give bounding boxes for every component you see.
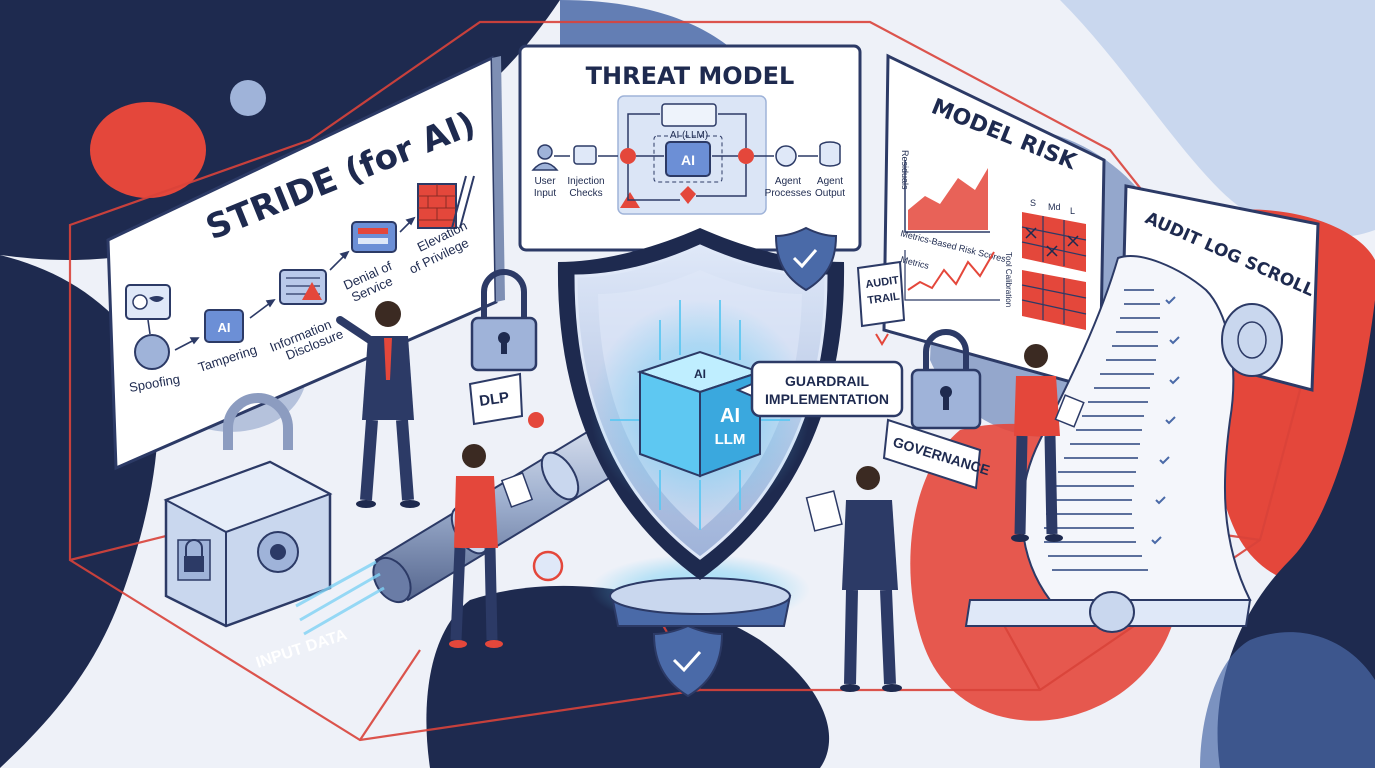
matrix-header-s: S — [1030, 198, 1036, 208]
guardrail-line2: IMPLEMENTATION — [765, 391, 889, 407]
chat-icon — [573, 145, 597, 165]
node-agent-output-2: Output — [815, 188, 845, 199]
cube-front-label-2: LLM — [715, 431, 746, 448]
document-icon — [805, 490, 843, 532]
document-icon — [500, 472, 534, 508]
central-shield: AI AI LLM — [557, 228, 845, 627]
threat-model-title: THREAT MODEL — [586, 62, 795, 90]
matrix-header-l: L — [1070, 206, 1075, 216]
tablet-icon — [1054, 394, 1085, 428]
user-icon — [531, 144, 559, 171]
llm-chip-icon — [665, 141, 711, 177]
threat-model-panel: THREAT MODEL AI (LLM) AI User Input Inje… — [518, 44, 862, 252]
shield-check-icon-top — [774, 226, 838, 292]
node-input: Input — [534, 188, 556, 199]
audit-trail-line2: TRAIL — [867, 291, 901, 307]
llm-window-icon — [661, 103, 717, 127]
shield-check-icon-bottom — [652, 624, 724, 698]
face-icon — [134, 334, 170, 370]
audit-trail-tag: AUDIT TRAIL — [856, 260, 906, 346]
risk-label-tool-calibration: Tool Calibration — [1004, 252, 1013, 307]
gear-icon — [775, 145, 797, 167]
ai-chip-icon — [204, 309, 244, 343]
ladder-icon — [451, 175, 475, 229]
padlock-icon-right — [910, 329, 982, 430]
node-agent-output-1: Agent — [817, 176, 843, 187]
dlp-tag: DLP — [468, 372, 524, 426]
alert-icon — [528, 412, 544, 428]
alert-icon — [738, 148, 754, 164]
person-analyst-left — [449, 444, 534, 648]
padlock-icon-left — [470, 269, 538, 372]
shield-alert-icon — [680, 186, 696, 204]
cube-top-label: AI — [694, 367, 706, 381]
stride-ai-chip: AI — [218, 320, 231, 335]
risk-line-chart-2 — [904, 250, 1000, 301]
node-icon — [532, 550, 564, 582]
warning-icon — [302, 282, 322, 300]
person-reviewer — [805, 466, 902, 692]
threat-model-ai-chip: AI — [681, 152, 695, 168]
ai-llm-cube: AI AI LLM — [636, 350, 764, 478]
matrix-header-md: Md — [1048, 202, 1061, 212]
alert-icon — [620, 148, 636, 164]
guardrail-callout: GUARDRAIL IMPLEMENTATION — [735, 360, 904, 418]
mask-icon — [125, 284, 171, 320]
vault-safe-icon — [163, 393, 333, 628]
person-presenter — [336, 301, 420, 508]
stride-flow-arrows — [147, 216, 416, 351]
server-icon — [351, 221, 397, 253]
risk-matrix: S Md L — [1021, 198, 1087, 330]
circuit-lines — [610, 300, 790, 530]
audit-trail-line1: AUDIT — [865, 274, 900, 291]
guardrail-line1: GUARDRAIL — [785, 373, 869, 389]
node-checks: Checks — [569, 188, 602, 199]
node-user: User — [534, 176, 556, 187]
dlp-label: DLP — [478, 389, 510, 410]
node-agent-processes-2: Processes — [765, 188, 812, 199]
threat-flow-arrows — [554, 113, 818, 201]
audit-log-panel: AUDIT LOG SCROLL AUDIT TRAIL — [856, 184, 1320, 633]
database-icon — [819, 141, 841, 167]
node-injection: Injection — [567, 176, 604, 187]
risk-label-residuals: Residuals — [900, 150, 910, 190]
risk-line-chart — [904, 160, 990, 233]
node-agent-processes-1: Agent — [775, 176, 801, 187]
cube-front-label-1: AI — [720, 405, 740, 427]
audit-scroll — [964, 255, 1283, 633]
person-auditor — [1011, 344, 1085, 542]
